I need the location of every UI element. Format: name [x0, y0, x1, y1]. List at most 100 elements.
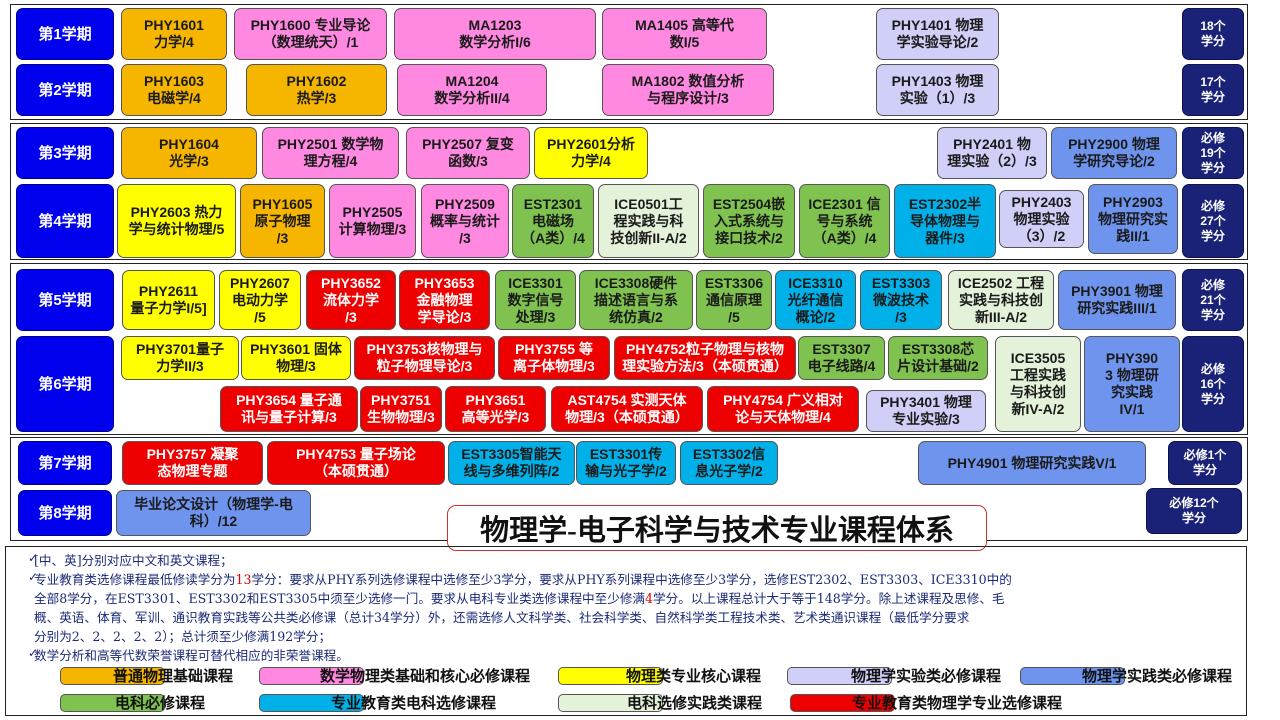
course-box: PHY2507 复变 函数/3: [406, 127, 530, 179]
course-box: EST2301 电磁场 （A类）/4: [512, 184, 594, 258]
course-box: PHY2403 物理实验 （3）/2: [999, 190, 1084, 248]
course-box: EST3308芯 片设计基础/2: [888, 336, 988, 380]
course-box-label: PHY2509 概率与统计 /3: [430, 195, 500, 246]
course-box-label: ICE3308硬件 描述语言与系 统仿真/2: [594, 274, 678, 325]
course-box-label: PHY2603 热力 学与统计物理/5: [128, 204, 225, 237]
course-box: PHY2601分析 力学/4: [534, 127, 648, 179]
credit-badge: 必修1个 学分: [1168, 441, 1242, 485]
course-box-label: MA1204 数学分析II/4: [434, 73, 510, 106]
check-icon: ✓: [28, 646, 39, 660]
course-box-label: PHY3901 物理 研究实践III/1: [1071, 283, 1163, 316]
course-box-label: PHY1605 原子物理 /3: [252, 195, 313, 246]
note-2-line-1: 专业教育类选修课程最低修读学分为13学分：要求从PHY系列选修课程中选修至少3学…: [34, 572, 1012, 587]
required-credits-highlight: 4: [645, 591, 654, 606]
course-box: PHY2611 量子力学I/5]: [122, 270, 215, 330]
course-box-label: PHY3651 高等光学/3: [461, 392, 530, 425]
course-box: PHY2603 热力 学与统计物理/5: [117, 184, 236, 258]
course-box-label: PHY1403 物理 实验（1）/3: [891, 73, 984, 106]
course-box-label: EST2301 电磁场 （A类）/4: [521, 195, 585, 246]
course-box-label: PHY4753 量子场论 （本硕贯通）: [296, 446, 416, 479]
course-box: PHY1602 热学/3: [246, 64, 387, 116]
legend-swatch: [1020, 667, 1125, 685]
course-box: EST3301传 输与光子学/2: [576, 441, 676, 485]
credit-badge-label: 17个 学分: [1200, 75, 1226, 104]
course-box: PHY2501 数学物 理方程/4: [262, 127, 399, 179]
course-box-label: PHY2401 物 理实验（2）/3: [947, 136, 1037, 169]
course-box-label: PHY4754 广义相对 论与天体物理/4: [723, 392, 843, 425]
course-box: AST4754 实测天体 物理/3（本硕贯通）: [551, 386, 703, 432]
course-box: PHY1605 原子物理 /3: [240, 184, 325, 258]
course-box: PHY3701量子 力学II/3: [121, 336, 239, 380]
course-box-label: PHY3755 等 离子体物理/3: [513, 341, 595, 374]
course-box-label: 毕业论文设计（物理学-电 科）/12: [134, 496, 293, 529]
legend-label: 物理学实验类必修课程: [851, 667, 1002, 685]
course-box: PHY3901 物理 研究实践III/1: [1058, 270, 1176, 330]
credit-badge: 必修 16个 学分: [1182, 336, 1244, 432]
credit-badge: 17个 学分: [1182, 64, 1244, 116]
course-box-label: PHY3601 固体 物理/3: [250, 341, 342, 374]
semester-label-label: 第8学期: [38, 504, 92, 522]
credit-badge: 必修 21个 学分: [1182, 269, 1244, 331]
course-box: EST2504嵌 入式系统与 接口技术/2: [703, 184, 795, 258]
course-box: MA1204 数学分析II/4: [397, 64, 547, 116]
course-box-label: PHY3654 量子通 讯与量子计算/3: [236, 392, 342, 425]
course-box-label: MA1802 数值分析 与程序设计/3: [631, 73, 745, 106]
course-box: PHY3753核物理与 粒子物理导论/3: [354, 336, 495, 380]
semester-label-label: 第5学期: [38, 291, 92, 309]
course-box: PHY2607 电动力学 /5: [219, 270, 301, 330]
notes-panel: ✓ [中、英]分别对应中文和英文课程； ✓ 专业教育类选修课程最低修读学分为13…: [5, 546, 1247, 716]
course-box: ICE3301 数字信号 处理/3: [495, 270, 576, 330]
course-box-label: EST2302半 导体物理与 器件/3: [908, 195, 982, 246]
legend-swatch: [558, 694, 663, 712]
course-box-label: PHY2601分析 力学/4: [547, 136, 635, 169]
semester-label: 第6学期: [16, 336, 114, 432]
course-box: EST3305智能天 线与多维列阵/2: [448, 441, 575, 485]
course-box-label: PHY2903 物理研究实 践II/1: [1098, 193, 1168, 244]
course-box: PHY3653 金融物理 学导论/3: [399, 270, 490, 330]
course-box: PHY4753 量子场论 （本硕贯通）: [267, 441, 445, 485]
course-box: EST3303 微波技术 /3: [860, 270, 942, 330]
credit-badge-label: 必修 19个 学分: [1200, 130, 1226, 175]
course-box: PHY1600 专业导论 （数理统天）/1: [234, 8, 387, 60]
credit-badge-label: 必修 21个 学分: [1200, 277, 1226, 322]
legend-swatch: [60, 667, 165, 685]
legend-label: 数学物理类基础和核心必修课程: [320, 667, 531, 685]
course-box-label: ICE2502 工程 实践与科技创 新III-A/2: [957, 274, 1045, 325]
course-box-label: PHY3757 凝聚 态物理专题: [146, 446, 239, 479]
course-box: PHY1604 光学/3: [121, 127, 257, 179]
course-box: PHY4901 物理研究实践V/1: [918, 441, 1146, 485]
course-box-label: PHY4752粒子物理与核物 理实验方法/3（本硕贯通）: [622, 341, 788, 374]
course-box-label: PHY3701量子 力学II/3: [136, 341, 224, 374]
semester-label: 第1学期: [16, 8, 114, 60]
semester-label: 第3学期: [16, 127, 114, 179]
course-box: ICE3310 光纤通信 概论/2: [775, 270, 856, 330]
course-box: ICE3308硬件 描述语言与系 统仿真/2: [579, 270, 693, 330]
legend-swatch: [790, 694, 895, 712]
credit-badge-label: 必修12个 学分: [1169, 496, 1219, 525]
legend-swatch: [259, 694, 364, 712]
credit-badge-label: 18个 学分: [1200, 19, 1226, 48]
course-box-label: EST3306 通信原理 /5: [704, 274, 764, 325]
legend-label: 专业教育类电科选修课程: [331, 694, 497, 712]
course-box: PHY3751 生物物理/3: [360, 386, 442, 432]
course-box-label: PHY1600 专业导论 （数理统天）/1: [250, 17, 371, 50]
course-box: ICE2502 工程 实践与科技创 新III-A/2: [948, 270, 1054, 330]
course-box: PHY3652 流体力学 /3: [306, 270, 396, 330]
course-box: PHY2401 物 理实验（2）/3: [937, 127, 1047, 179]
course-box-label: MA1405 高等代 数I/5: [635, 17, 734, 50]
legend-swatch: [558, 667, 663, 685]
semester-label: 第7学期: [18, 441, 112, 485]
legend-label: 专业教育类物理学专业选修课程: [852, 694, 1063, 712]
semester-label: 第5学期: [16, 269, 114, 331]
course-box: 毕业论文设计（物理学-电 科）/12: [116, 490, 311, 536]
course-box-label: ICE3301 数字信号 处理/3: [507, 274, 564, 325]
legend-label: 物理学实践类必修课程: [1082, 667, 1233, 685]
course-box-label: ICE3505 工程实践 与科技创 新IV-A/2: [1010, 350, 1066, 417]
course-box-label: PHY1602 热学/3: [286, 73, 347, 106]
legend-label: 电科必修课程: [115, 694, 206, 712]
course-box-label: PHY3401 物理 专业实验/3: [880, 394, 972, 427]
semester-label-label: 第6学期: [38, 375, 92, 393]
course-box: EST2302半 导体物理与 器件/3: [894, 184, 996, 258]
course-box-label: EST3303 微波技术 /3: [871, 274, 931, 325]
course-box-label: PHY1601 力学/4: [144, 17, 204, 50]
